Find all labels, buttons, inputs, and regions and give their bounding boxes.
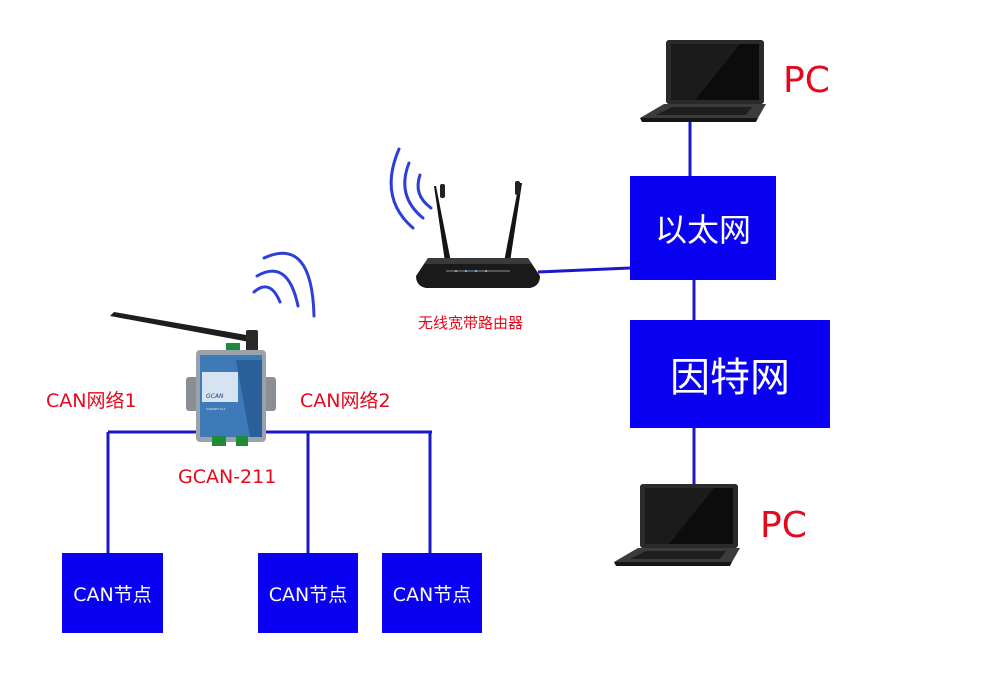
pc-label-top: PC (783, 60, 830, 101)
can-network-1-label: CAN网络1 (46, 390, 137, 412)
wifi-signal-icon (252, 251, 316, 318)
gateway-label: GCAN-211 (178, 466, 277, 488)
can-network-2-label: CAN网络2 (300, 390, 391, 412)
wifi-signal-icon (389, 147, 433, 230)
laptop-icon (614, 484, 740, 566)
device-model-print: CANWIFI-211 (206, 407, 226, 411)
can-node-box-2: CAN节点 (258, 553, 358, 633)
internet-box: 因特网 (630, 320, 830, 428)
can-node-box-3: CAN节点 (382, 553, 482, 633)
router-label: 无线宽带路由器 (418, 314, 524, 332)
pc-label-bottom: PC (760, 505, 807, 546)
connection-lines (106, 118, 696, 553)
wireless-router-icon (416, 181, 540, 288)
device-brand-print: GCAN (206, 393, 224, 400)
gcan-gateway-device-icon: GCAN CANWIFI-211 (110, 312, 276, 446)
line-router-ethernet (537, 266, 631, 274)
can-node-box-1: CAN节点 (62, 553, 163, 633)
ethernet-box: 以太网 (630, 176, 776, 280)
laptop-icon (640, 40, 766, 122)
